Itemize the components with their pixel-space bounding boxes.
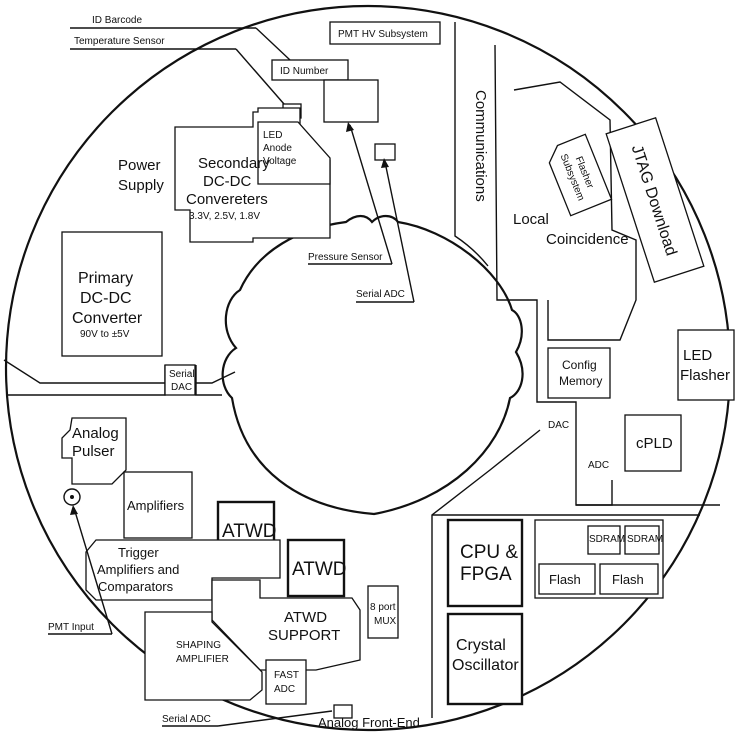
sdram-1-label: SDRAM	[589, 534, 625, 545]
id-number-box	[271, 59, 349, 81]
primary-voltage-label: 90V to ±5V	[80, 329, 130, 340]
local-coincidence-region	[513, 81, 637, 341]
analog-pulser-box	[61, 417, 127, 485]
right-partition-line	[494, 44, 613, 506]
serial-dac-box	[164, 364, 196, 396]
atwd-1-label: ATWD	[222, 521, 277, 542]
mux-label-2: MUX	[374, 616, 397, 627]
cpu-fpga-label-1: CPU &	[460, 542, 518, 563]
cpu-fpga-box	[446, 518, 524, 608]
crystal-oscillator-label-2: Oscillator	[452, 657, 519, 674]
analog-front-end-label: Analog Front-End	[318, 715, 420, 730]
flasher-subsystem-box: Flasher Subsystem	[548, 133, 613, 217]
shaping-amplifier-box	[144, 611, 263, 701]
shaping-amplifier-label-2: AMPLIFIER	[176, 654, 229, 665]
led-flasher-label-2: Flasher	[680, 367, 730, 384]
flash-1-box	[538, 563, 596, 595]
local-coincidence-label-1: Local	[513, 211, 549, 228]
config-memory-label-2: Memory	[559, 374, 602, 388]
primary-dcdc-box	[61, 231, 163, 357]
flash-2-label: Flash	[612, 572, 644, 587]
atwd-support-label-1: ATWD	[284, 609, 327, 626]
primary-dcdc-label-1: Primary	[78, 270, 133, 287]
bottom-right-vertical	[431, 429, 541, 718]
sdram-2-label: SDRAM	[627, 534, 663, 545]
id-barcode-label: ID Barcode	[92, 15, 142, 26]
primary-dcdc-label-2: DC-DC	[80, 290, 132, 307]
lower-left-partition	[8, 365, 166, 396]
trigger-amplifiers-label-3: Comparators	[98, 579, 174, 594]
amplifiers-label: Amplifiers	[127, 498, 185, 513]
serial-dac-label-2: DAC	[171, 382, 192, 393]
led-flasher-label-1: LED	[683, 347, 712, 364]
serial-dac-right-line	[195, 365, 222, 396]
config-memory-box	[547, 347, 611, 399]
led-anode-label-2: Anode	[263, 143, 292, 154]
atwd-2-label: ATWD	[292, 559, 347, 580]
secondary-dcdc-label-2: DC-DC	[203, 173, 251, 190]
shaping-amplifier-label-1: SHAPING	[176, 640, 221, 651]
local-coincidence-label-2: Coincidence	[546, 231, 629, 248]
secondary-dcdc-label-1: Secondary	[198, 155, 270, 172]
pmt-hv-subsystem-label: PMT HV Subsystem	[338, 29, 428, 40]
crystal-oscillator-label-1: Crystal	[456, 637, 506, 654]
fast-adc-box	[265, 659, 307, 705]
pmt-input-label: PMT Input	[48, 622, 94, 633]
config-memory-label-1: Config	[562, 358, 597, 372]
pressure-sensor-label: Pressure Sensor	[308, 252, 383, 263]
analog-pulser-label-2: Pulser	[72, 443, 115, 460]
trigger-amplifiers-label-1: Trigger	[118, 545, 159, 560]
led-anode-label-3: Voltage	[263, 156, 297, 167]
fast-adc-label-2: ADC	[274, 684, 295, 695]
id-number-chip	[323, 79, 379, 123]
mux-box	[367, 585, 399, 639]
analog-pulser-label-1: Analog	[72, 425, 119, 442]
trigger-amplifiers-label-2: Amplifiers and	[97, 562, 179, 577]
atwd-support-label-2: SUPPORT	[268, 627, 340, 644]
serial-adc-top-label: Serial ADC	[356, 289, 405, 300]
mux-label-1: 8 port	[370, 602, 396, 613]
led-anode-box	[257, 121, 331, 185]
flash-1-label: Flash	[549, 572, 581, 587]
comm-column-outline	[454, 22, 489, 267]
atwd-2-box	[286, 538, 346, 598]
upper-left-partition	[3, 359, 236, 384]
pressure-sensor-chip	[374, 143, 396, 161]
serial-dac-label-1: Serial	[169, 369, 195, 380]
sdram-1-box	[587, 525, 621, 555]
secondary-dcdc-label-3: Convereters	[186, 191, 268, 208]
cpu-fpga-label-2: FPGA	[460, 564, 512, 585]
cpld-box	[624, 414, 682, 472]
fast-adc-label-1: FAST	[274, 670, 299, 681]
cpld-label: cPLD	[636, 435, 673, 452]
adc-label: ADC	[588, 460, 609, 471]
temperature-sensor-label: Temperature Sensor	[74, 36, 165, 47]
serial-adc-bottom-chip	[333, 704, 353, 719]
communications-label: Communications	[472, 90, 489, 202]
pmt-input-connector	[63, 488, 81, 506]
led-flasher-box	[677, 329, 735, 401]
pmt-hv-subsystem-box	[329, 21, 441, 45]
secondary-voltages-label: 3.3V, 2.5V, 1.8V	[189, 211, 260, 222]
sdram-2-box	[624, 525, 660, 555]
serial-adc-bottom-label: Serial ADC	[162, 714, 211, 725]
led-anode-label-1: LED	[263, 130, 282, 141]
atwd-support-box	[211, 579, 361, 671]
dac-label: DAC	[548, 420, 569, 431]
flash-2-box	[599, 563, 659, 595]
crystal-oscillator-box	[446, 612, 524, 706]
id-number-label: ID Number	[280, 66, 329, 77]
power-supply-label-2: Supply	[118, 177, 164, 194]
power-supply-label-1: Power	[118, 157, 161, 174]
amplifiers-box	[123, 471, 193, 539]
primary-dcdc-label-3: Converter	[72, 310, 143, 327]
